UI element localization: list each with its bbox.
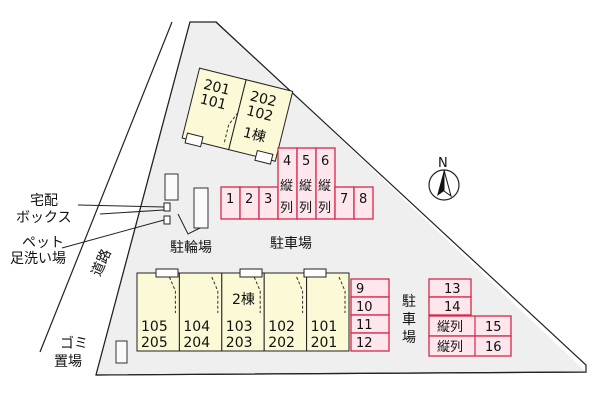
building-1-name: 1棟 [241,125,267,146]
parking-tandem-note: 縦 [280,179,293,194]
building-2-unit [221,272,265,352]
parking-tandem-note: 縦列 [437,320,463,335]
building-1-entrance-right [254,149,274,165]
building-1-stair [223,112,239,145]
road-edge-line-left [39,21,173,353]
site-boundary-edge [95,21,587,376]
parking-tandem-note: 縦 [299,179,312,194]
garbage-station [115,340,128,364]
delivery-box-leader [99,209,165,215]
building-2-unit-upper: 104 [183,319,210,335]
building-2-unit-upper: 101 [311,319,338,335]
building-2-unit [306,272,350,352]
delivery-box-leader [77,204,165,208]
pet-wash-label: ペット [22,235,64,251]
parking-space-number: 2 [245,192,253,207]
parking-tandem-note: 列 [299,201,312,216]
building-2-unit-upper: 103 [226,319,253,335]
north-label: N [438,156,448,171]
building-2-roof-step [155,268,179,278]
building-1-unit-label: 101 [198,91,228,113]
parking-label-vertical: 場 [402,330,416,346]
parking-space-number: 1 [226,192,234,207]
parking-space-number: 7 [340,192,348,207]
north-arrow-icon [437,170,444,196]
north-arrow-icon [443,169,452,198]
parking-space-number: 12 [356,336,373,351]
building-1-unit-label: 202 [248,88,278,110]
building-2-unit-lower: 204 [183,335,210,351]
bicycle-parking-label: 駐輪場 [170,239,212,256]
parking-tandem-note: 列 [318,201,331,216]
building-2-unit-lower: 202 [268,335,295,351]
building-2-unit-upper: 105 [141,319,168,335]
parking-space-8 [353,186,374,220]
building-2-unit [178,272,223,352]
bicycle-rack [193,187,209,229]
building-2-stair [338,276,346,313]
building-2-stair [296,276,304,313]
parking-space-16 [428,335,512,357]
garbage-label: ゴミ [60,335,88,352]
garbage-label: 置場 [54,354,82,370]
road-label: 道路 [89,247,115,279]
parking-space-number: 6 [321,154,329,169]
pet-wash-station [163,215,171,225]
parking-space-number: 11 [356,318,373,333]
parking-space-number: 8 [359,192,367,207]
bicycle-rack [164,173,179,201]
building-2-unit-lower: 201 [311,335,338,351]
building-2-roof-step [239,268,263,278]
parking-label: 駐車場 [270,235,312,252]
building-1-unit-label: 102 [245,103,275,125]
parking-label-vertical: 車 [402,311,416,328]
building-2-stair [168,276,176,313]
parking-space-number: 5 [302,154,310,169]
building-2-unit-lower: 205 [141,335,168,351]
parking-space-number: 9 [356,282,364,297]
parking-space-number: 3 [264,192,272,207]
parking-space-14 [428,296,472,316]
parking-space-12 [350,332,390,352]
parking-space-number: 10 [356,300,373,315]
building-2-unit-upper: 102 [268,319,295,335]
bicycle-parking-leader [177,213,201,235]
building-2-name: 2棟 [232,292,255,308]
parking-space-number: 15 [485,320,502,335]
building-1-entrance-left [184,132,204,148]
parking-space-number: 14 [444,300,461,315]
delivery-box [163,202,171,212]
building-2-stair [211,276,219,313]
building-1-unit-right [228,79,294,162]
parking-space-number: 13 [444,282,461,297]
building-2-stair [253,276,261,313]
parking-tandem-note: 縦 [318,179,331,194]
delivery-box-label: ボックス [16,210,72,226]
parking-space-number: 4 [283,154,291,169]
parking-space-6 [315,147,336,220]
parking-space-number: 16 [485,340,502,355]
building-2-unit-lower: 203 [226,335,253,351]
parking-tandem-note: 縦列 [437,340,463,355]
building-1-unit-label: 201 [202,77,232,99]
outside-area [216,21,600,372]
pet-wash-leader [61,219,165,249]
pet-wash-label: 足洗い場 [10,251,66,267]
delivery-box-label: 宅配 [30,193,58,209]
building-2-roof-step [303,268,327,278]
parking-label-vertical: 駐 [402,294,416,310]
parking-tandem-note: 列 [280,201,293,216]
